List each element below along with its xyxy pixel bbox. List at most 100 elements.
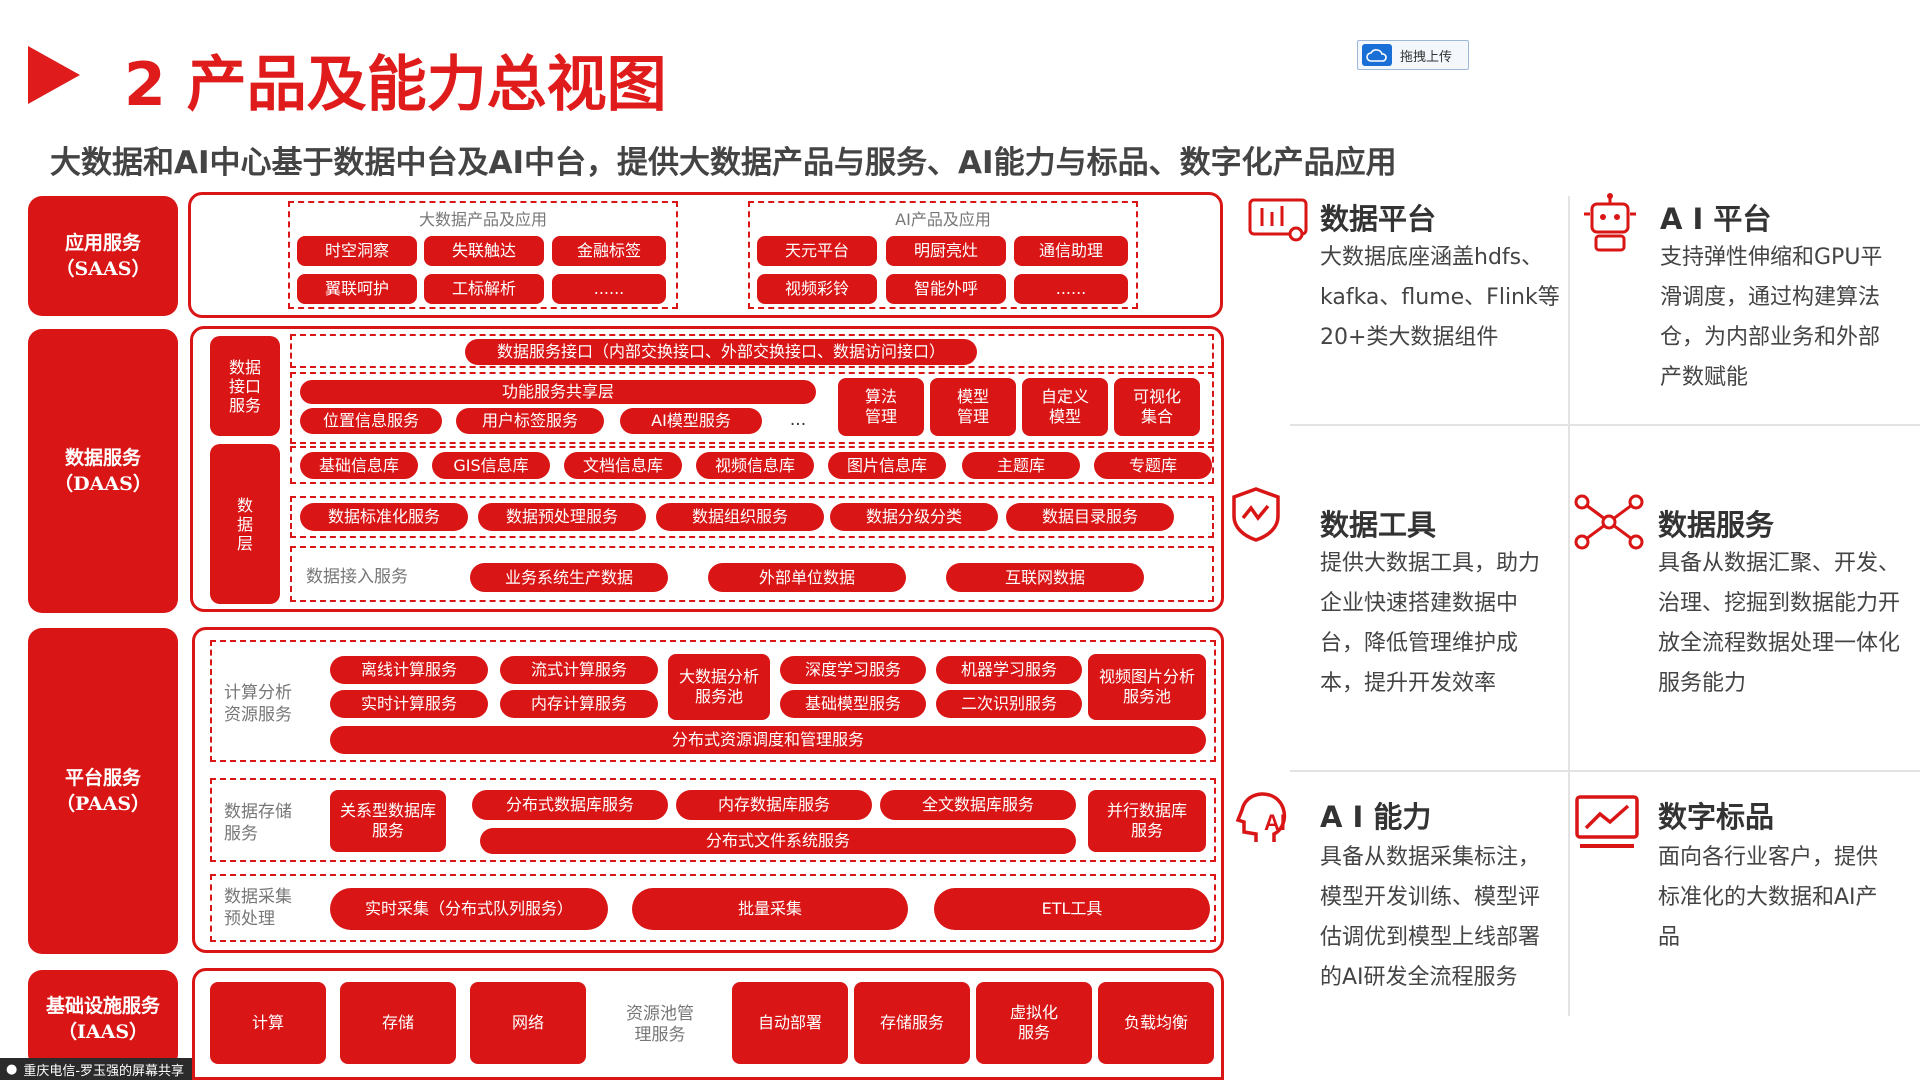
shared-layer-bar: 功能服务共享层: [300, 380, 816, 404]
storage-item: 内存数据库服务: [676, 790, 872, 820]
app-item: 智能外呼: [886, 274, 1006, 304]
feature-desc: 提供大数据工具，助力企业快速搭建数据中台，降低管理维护成本，提升开发效率: [1320, 551, 1541, 696]
infra-item: 网络: [470, 982, 586, 1064]
compute-item: 实时计算服务: [330, 690, 488, 718]
app-item: 翼联呵护: [297, 274, 417, 304]
compute-item: 二次识别服务: [936, 690, 1082, 718]
collect-label: 数据采集预处理: [224, 887, 292, 929]
library-row: [290, 446, 1214, 484]
robot-icon: [1580, 192, 1640, 258]
bigdata-app-title: 大数据产品及应用: [418, 210, 547, 229]
app-item: 通信助理: [1014, 236, 1128, 266]
layer-name: 应用服务: [64, 232, 141, 254]
processing-item: 数据分级分类: [830, 503, 998, 531]
layer-label-saas: 应用服务 （SAAS）: [28, 196, 178, 316]
interface-label: 数据接口服务: [210, 336, 280, 436]
compute-item: 大数据分析服务池: [668, 654, 770, 720]
mgmt-item: 自定义模型: [1022, 378, 1108, 436]
compute-item: 视频图片分析服务池: [1088, 654, 1206, 720]
mgmt-item: 可视化集合: [1114, 378, 1200, 436]
storage-item: 关系型数据库服务: [330, 790, 446, 852]
processing-item: 数据组织服务: [656, 503, 824, 531]
ingest-label: 数据接入服务: [306, 567, 408, 587]
shared-layer-row: [290, 372, 1214, 444]
dashboard-icon: [1248, 198, 1308, 246]
network-icon: [1574, 494, 1644, 554]
shield-icon: [1230, 486, 1282, 546]
processing-item: 数据目录服务: [1006, 503, 1174, 531]
infra-item: 存储: [340, 982, 456, 1064]
compute-item: 深度学习服务: [780, 656, 926, 684]
layer-code: （DAAS）: [54, 473, 152, 495]
feature-desc: 支持弹性伸缩和GPU平滑调度，通过构建算法仓，为内部业务和外部产数赋能: [1660, 245, 1883, 390]
grid-divider-h2: [1290, 770, 1920, 772]
collect-item: 批量采集: [632, 888, 908, 930]
shared-item: AI模型服务: [620, 408, 762, 434]
collect-item: 实时采集（分布式队列服务）: [330, 888, 608, 930]
app-item: 工标解析: [424, 274, 544, 304]
app-item: 时空洞察: [297, 236, 417, 266]
app-item: ......: [1014, 274, 1128, 304]
processing-item: 数据预处理服务: [478, 503, 646, 531]
infra-item: 虚拟化服务: [976, 982, 1092, 1064]
processing-row: [290, 496, 1214, 538]
compute-group: [210, 640, 1216, 762]
saas-frame: [188, 192, 1223, 318]
storage-group: [210, 778, 1216, 862]
storage-item: 分布式数据库服务: [472, 790, 668, 820]
interface-row: [290, 334, 1214, 368]
compute-item: 基础模型服务: [780, 690, 926, 718]
infra-item: 负载均衡: [1098, 982, 1214, 1064]
feature-title: 数据平台: [1320, 202, 1437, 236]
trend-chart-icon: [1574, 794, 1640, 854]
ai-app-group: [748, 201, 1138, 309]
library-item: 专题库: [1094, 452, 1212, 479]
collect-item: ETL工具: [934, 888, 1210, 930]
ingest-item: 业务系统生产数据: [470, 563, 668, 592]
svg-text:AI: AI: [1264, 810, 1286, 835]
feature-title: 数据工具: [1320, 508, 1437, 542]
compute-label: 计算分析资源服务: [224, 683, 292, 725]
ingest-item: 外部单位数据: [708, 563, 906, 592]
ingest-item: 互联网数据: [946, 563, 1144, 592]
upload-label: 拖拽上传: [1400, 49, 1453, 65]
page-title: 2 产品及能力总视图: [124, 50, 667, 120]
upload-button[interactable]: 拖拽上传: [1357, 40, 1469, 70]
microphone-icon: ●: [6, 1061, 18, 1077]
compute-item: 离线计算服务: [330, 656, 488, 684]
ai-head-icon: AI: [1234, 788, 1294, 852]
compute-bar: 分布式资源调度和管理服务: [330, 726, 1206, 754]
shared-item: 用户标签服务: [456, 408, 604, 434]
library-item: GIS信息库: [432, 452, 550, 479]
feature-title: A I 能力: [1320, 800, 1432, 834]
app-item: 视频彩铃: [757, 274, 877, 304]
infra-item: 自动部署: [732, 982, 848, 1064]
grid-divider-h1: [1290, 424, 1920, 426]
library-item: 主题库: [962, 452, 1080, 479]
ingest-row: [290, 546, 1214, 602]
processing-item: 数据标准化服务: [300, 503, 468, 531]
data-layer-label: 数据层: [210, 444, 280, 604]
compute-item: 机器学习服务: [936, 656, 1082, 684]
daas-frame: [190, 326, 1224, 612]
library-item: 视频信息库: [696, 452, 814, 479]
shared-item-more: ...: [789, 410, 807, 430]
screen-share-bar[interactable]: ● 重庆电信-罗玉强的屏幕共享: [0, 1058, 192, 1080]
layer-code: （SAAS）: [55, 258, 151, 280]
storage-bar: 分布式文件系统服务: [480, 828, 1076, 854]
layer-name: 基础设施服务: [45, 995, 160, 1017]
mgmt-item: 模型管理: [930, 378, 1016, 436]
interface-bar: 数据服务接口（内部交换接口、外部交换接口、数据访问接口）: [465, 339, 977, 365]
app-item: ......: [552, 274, 666, 304]
infra-item: 计算: [210, 982, 326, 1064]
shared-item: 位置信息服务: [300, 408, 442, 434]
share-label: 重庆电信-罗玉强的屏幕共享: [23, 1063, 185, 1079]
feature-desc: 具备从数据采集标注，模型开发训练、模型评估调优到模型上线部署的AI研发全流程服务: [1320, 845, 1541, 990]
bigdata-app-group: [288, 201, 678, 309]
library-item: 图片信息库: [828, 452, 946, 479]
infra-item: 存储服务: [854, 982, 970, 1064]
layer-code: （IAAS）: [57, 1021, 149, 1043]
layer-name: 平台服务: [64, 767, 141, 789]
app-item: 天元平台: [757, 236, 877, 266]
app-item: 金融标签: [552, 236, 666, 266]
